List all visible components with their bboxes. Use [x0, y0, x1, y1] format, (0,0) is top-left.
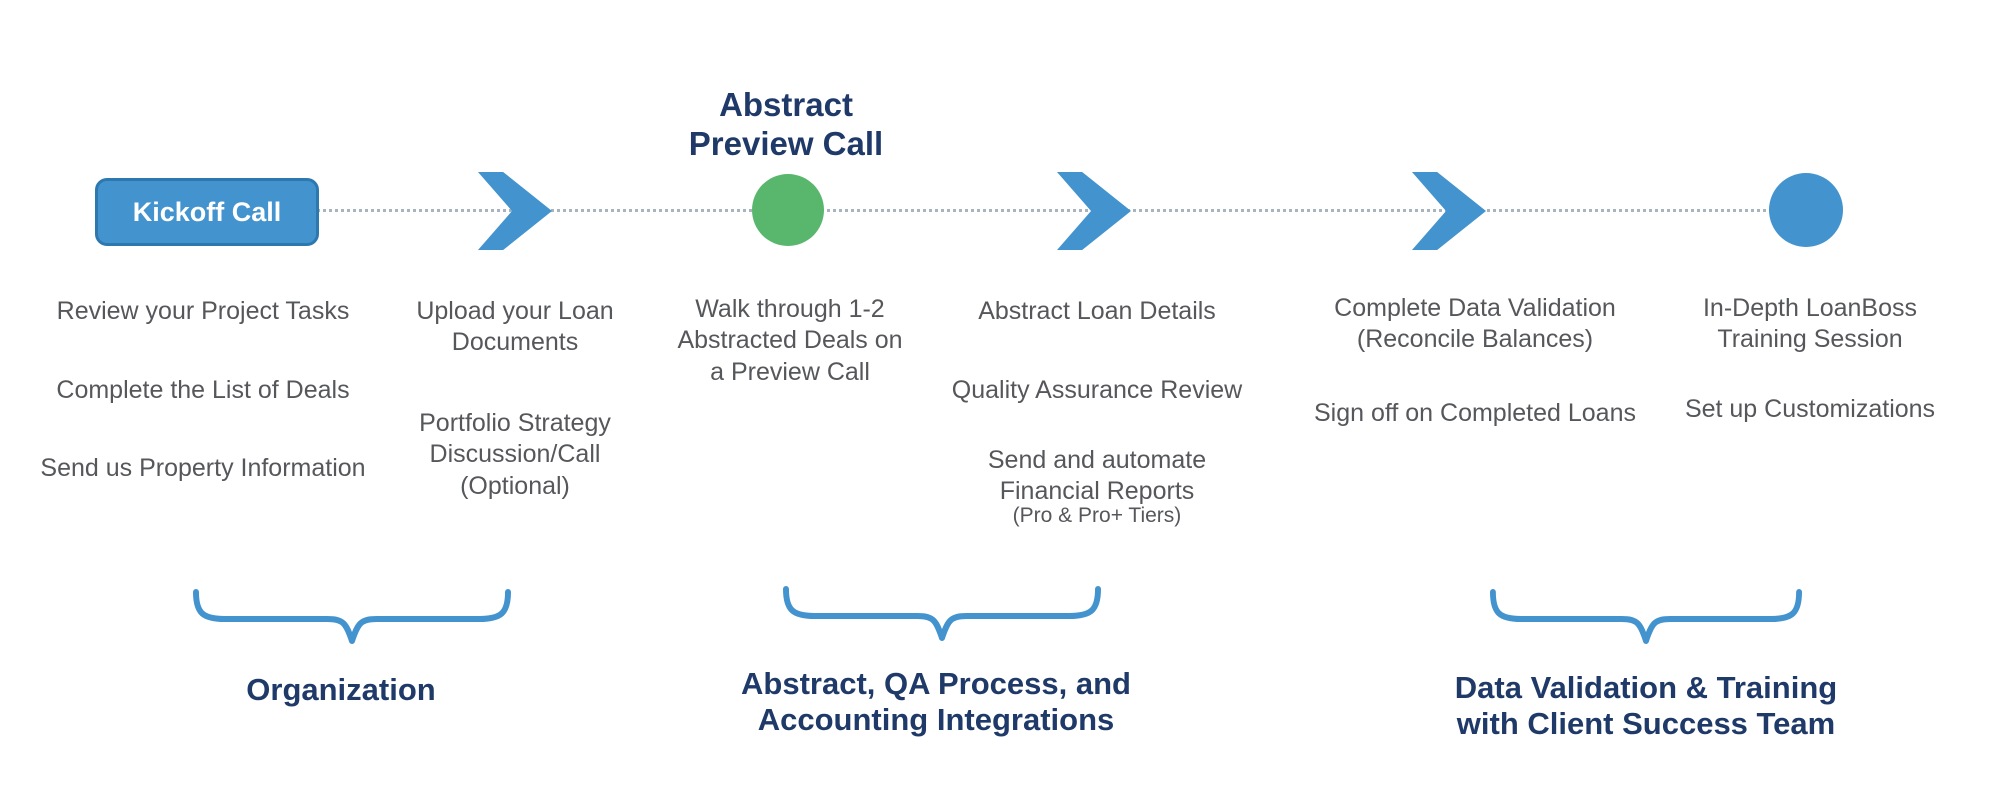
endpoint-circle-icon: [1769, 173, 1843, 247]
curly-brace-icon: [1490, 589, 1802, 647]
milestone-heading: Abstract Preview Call: [688, 86, 884, 162]
task-item: Complete Data Validation (Reconcile Bala…: [1334, 294, 1616, 354]
task-note: (Pro & Pro+ Tiers): [1012, 504, 1182, 527]
group-label-data-validation: Data Validation & Training with Client S…: [1454, 670, 1838, 741]
task-item: Sign off on Completed Loans: [1314, 399, 1636, 427]
task-item: Upload your Loan Documents: [416, 297, 614, 357]
curly-brace-icon: [783, 586, 1101, 644]
task-column-preview-call: Walk through 1-2 Abstracted Deals on a P…: [675, 0, 905, 798]
task-item: Complete the List of Deals: [56, 376, 350, 404]
task-item: Send and automate Financial Reports: [987, 446, 1207, 506]
task-column-kickoff: Review your Project Tasks Complete the L…: [3, 0, 403, 798]
task-item: Set up Customizations: [1684, 395, 1936, 423]
group-label-organization: Organization: [246, 672, 436, 707]
timeline-dotted-line: [310, 209, 1808, 212]
task-column-abstract-qa: Abstract Loan Details Quality Assurance …: [937, 0, 1257, 798]
task-item: Review your Project Tasks: [56, 297, 350, 325]
task-item: Abstract Loan Details: [978, 297, 1216, 325]
kickoff-call-label: Kickoff Call: [132, 196, 282, 227]
task-item: Portfolio Strategy Discussion/Call (Opti…: [419, 409, 611, 500]
task-column-upload: Upload your Loan Documents Portfolio Str…: [405, 0, 625, 798]
group-label-abstract-qa: Abstract, QA Process, and Accounting Int…: [741, 666, 1131, 737]
task-column-training: In-Depth LoanBoss Training Session Set u…: [1675, 0, 1945, 798]
task-column-validation: Complete Data Validation (Reconcile Bala…: [1310, 0, 1640, 798]
task-item: In-Depth LoanBoss Training Session: [1702, 294, 1918, 354]
kickoff-call-node: Kickoff Call: [95, 178, 319, 246]
task-item: Send us Property Information: [40, 454, 366, 482]
curly-brace-icon: [193, 589, 511, 647]
task-item: Walk through 1-2 Abstracted Deals on a P…: [677, 295, 903, 386]
task-item: Quality Assurance Review: [951, 376, 1243, 404]
milestone-circle-icon: [752, 174, 824, 246]
